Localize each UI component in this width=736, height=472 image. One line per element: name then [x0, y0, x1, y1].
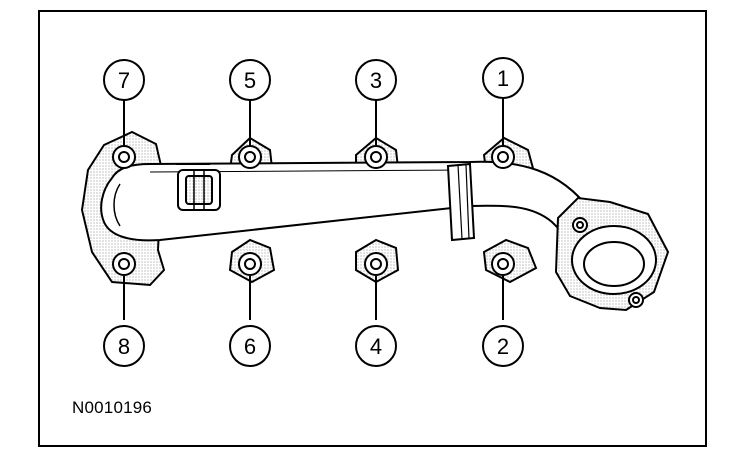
callout-1: 1	[497, 66, 509, 91]
callout-6-circle	[229, 325, 271, 367]
callout-8: 8	[118, 334, 130, 359]
callout-2-circle	[482, 325, 524, 367]
callout-4: 4	[370, 334, 382, 359]
callout-8-circle	[103, 325, 145, 367]
manifold-tube	[100, 160, 602, 254]
callout-labels: 7 5 3 1 8 6 4 2	[118, 66, 509, 359]
connector-icon	[176, 163, 221, 211]
callouts	[103, 57, 524, 367]
callout-4-circle	[355, 325, 397, 367]
figure-id-label: N0010196	[72, 398, 153, 417]
callout-3-circle	[355, 59, 397, 101]
callout-5-circle	[229, 59, 271, 101]
bolt-holes	[112, 98, 515, 320]
callout-6: 6	[244, 334, 256, 359]
callout-2: 2	[497, 334, 509, 359]
clamp-ring	[446, 162, 476, 242]
callout-7: 7	[118, 68, 130, 93]
callout-5: 5	[244, 68, 256, 93]
outlet-flange	[554, 196, 670, 312]
callout-7-circle	[103, 59, 145, 101]
callout-1-circle	[482, 57, 524, 99]
callout-3: 3	[370, 68, 382, 93]
